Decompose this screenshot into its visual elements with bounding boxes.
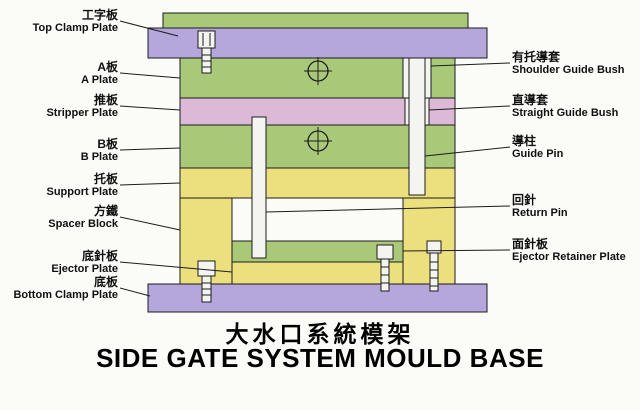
- label-b-plate-cn: B板: [97, 137, 118, 151]
- screw-symbol-upper: [304, 57, 332, 85]
- top-screw: [197, 30, 216, 74]
- label-top-clamp-plate: 工字板 Top Clamp Plate: [4, 8, 118, 35]
- diagram-title-chinese: 大水口系統模架: [225, 321, 415, 347]
- label-ejector-retainer-plate-en: Ejector Retainer Plate: [512, 251, 626, 264]
- label-straight-guide-bush-cn: 直導套: [512, 93, 549, 107]
- label-spacer-block-en: Spacer Block: [48, 218, 118, 231]
- bottom-screw-right: [426, 240, 442, 292]
- label-return-pin-en: Return Pin: [512, 207, 568, 220]
- label-guide-pin-cn: 導柱: [512, 134, 537, 148]
- label-support-plate-cn: 托板: [93, 172, 118, 186]
- label-straight-guide-bush: 直導套 Straight Guide Bush: [512, 93, 640, 120]
- label-return-pin-cn: 回針: [512, 193, 537, 207]
- label-bottom-clamp-plate-en: Bottom Clamp Plate: [13, 289, 118, 302]
- label-stripper-plate-cn: 推板: [93, 93, 118, 107]
- bottom-screw-left: [197, 260, 216, 303]
- screw-symbol-lower: [304, 127, 332, 155]
- label-b-plate: B板 B Plate: [4, 137, 118, 164]
- label-guide-pin: 導柱 Guide Pin: [512, 134, 640, 161]
- label-shoulder-guide-bush-cn: 有托導套: [512, 50, 561, 64]
- label-ejector-plate-en: Ejector Plate: [51, 263, 118, 276]
- label-spacer-block: 方鐵 Spacer Block: [4, 204, 118, 231]
- label-a-plate-cn: A板: [97, 60, 118, 74]
- diagram-title-english: SIDE GATE SYSTEM MOULD BASE: [96, 343, 544, 373]
- label-shoulder-guide-bush: 有托導套 Shoulder Guide Bush: [512, 50, 640, 77]
- label-bottom-clamp-plate: 底板 Bottom Clamp Plate: [4, 275, 118, 302]
- label-ejector-plate: 底針板 Ejector Plate: [4, 249, 118, 276]
- leader-lines-left: [119, 20, 233, 297]
- label-stripper-plate: 推板 Stripper Plate: [4, 93, 118, 120]
- label-top-clamp-plate-en: Top Clamp Plate: [32, 22, 118, 35]
- label-support-plate-en: Support Plate: [46, 186, 118, 199]
- top-cover-strip-shape: [162, 12, 469, 29]
- label-a-plate: A板 A Plate: [4, 60, 118, 87]
- guide-pin-shape: [408, 57, 426, 196]
- label-guide-pin-en: Guide Pin: [512, 148, 564, 161]
- return-pin-shape: [251, 116, 267, 259]
- label-ejector-retainer-plate-cn: 面針板: [512, 237, 549, 251]
- label-ejector-retainer-plate: 面針板 Ejector Retainer Plate: [512, 237, 640, 264]
- leader-lines-right: [265, 62, 511, 252]
- label-stripper-plate-en: Stripper Plate: [46, 107, 118, 120]
- label-ejector-plate-cn: 底針板: [81, 249, 118, 263]
- ejector-plate-shape: [231, 261, 404, 285]
- label-b-plate-en: B Plate: [80, 151, 118, 164]
- label-top-clamp-plate-cn: 工字板: [81, 8, 118, 22]
- label-bottom-clamp-plate-cn: 底板: [93, 275, 118, 289]
- label-support-plate: 托板 Support Plate: [4, 172, 118, 199]
- label-a-plate-en: A Plate: [81, 74, 118, 87]
- label-shoulder-guide-bush-en: Shoulder Guide Bush: [512, 64, 625, 77]
- bottom-screw-middle: [376, 244, 394, 292]
- label-spacer-block-cn: 方鐵: [93, 204, 118, 218]
- label-straight-guide-bush-en: Straight Guide Bush: [512, 107, 619, 120]
- label-return-pin: 回針 Return Pin: [512, 193, 640, 220]
